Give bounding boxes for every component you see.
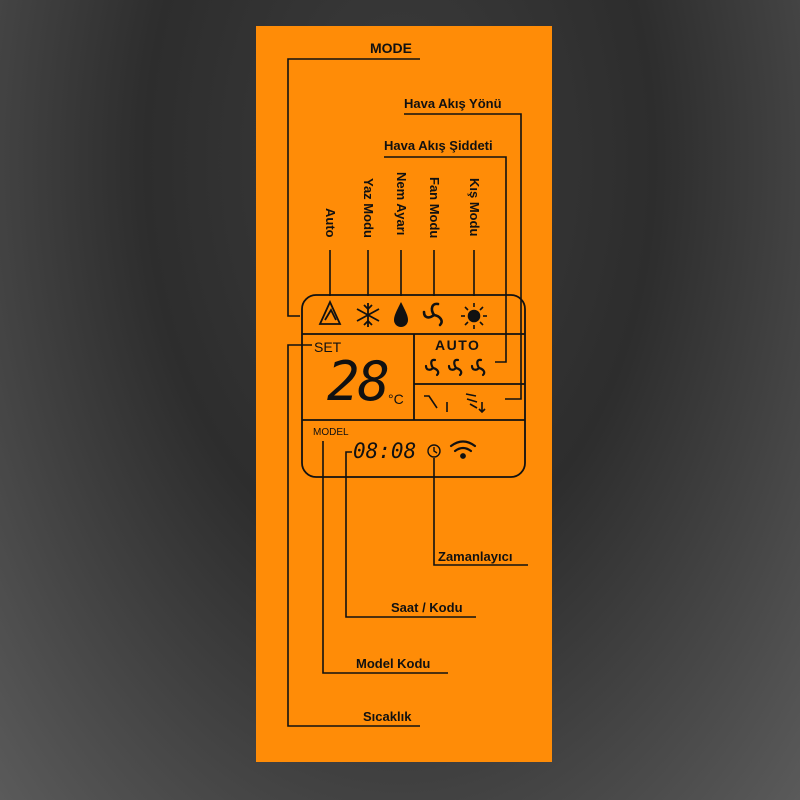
clock-display: 08:08 bbox=[353, 439, 417, 463]
lcd-frame bbox=[301, 294, 526, 478]
clock-code-label: Saat / Kodu bbox=[391, 600, 463, 615]
fan-icon bbox=[422, 302, 443, 327]
airflow-strength-label: Hava Akış Şiddeti bbox=[384, 138, 493, 153]
set-indicator: SET bbox=[314, 339, 342, 355]
clock-icon bbox=[427, 444, 441, 458]
airflow-direction-label: Hava Akış Yönü bbox=[404, 96, 502, 111]
swing-icon bbox=[424, 393, 486, 414]
mode-label-humidity: Nem Ayarı bbox=[394, 172, 409, 236]
timer-label: Zamanlayıcı bbox=[438, 549, 513, 564]
water-drop-icon bbox=[394, 302, 408, 327]
mode-label-fan: Fan Modu bbox=[427, 177, 442, 239]
mode-label: MODE bbox=[370, 40, 412, 56]
sun-icon bbox=[461, 303, 487, 329]
model-indicator: MODEL bbox=[313, 427, 349, 438]
snowflake-icon bbox=[356, 303, 380, 327]
temperature-label: Sıcaklık bbox=[363, 709, 412, 724]
auto-mode-icon bbox=[318, 299, 342, 325]
fan-auto-indicator: AUTO bbox=[435, 337, 481, 353]
wifi-icon bbox=[449, 440, 477, 459]
mode-label-summer: Yaz Modu bbox=[361, 178, 376, 238]
remote-panel bbox=[256, 26, 552, 762]
mode-label-auto: Auto bbox=[323, 208, 338, 238]
temperature-display: 28 bbox=[327, 350, 390, 413]
fan-speed-icon bbox=[424, 358, 486, 377]
model-code-label: Model Kodu bbox=[356, 656, 431, 671]
mode-label-winter: Kış Modu bbox=[467, 178, 482, 237]
temperature-unit: °C bbox=[388, 391, 404, 407]
